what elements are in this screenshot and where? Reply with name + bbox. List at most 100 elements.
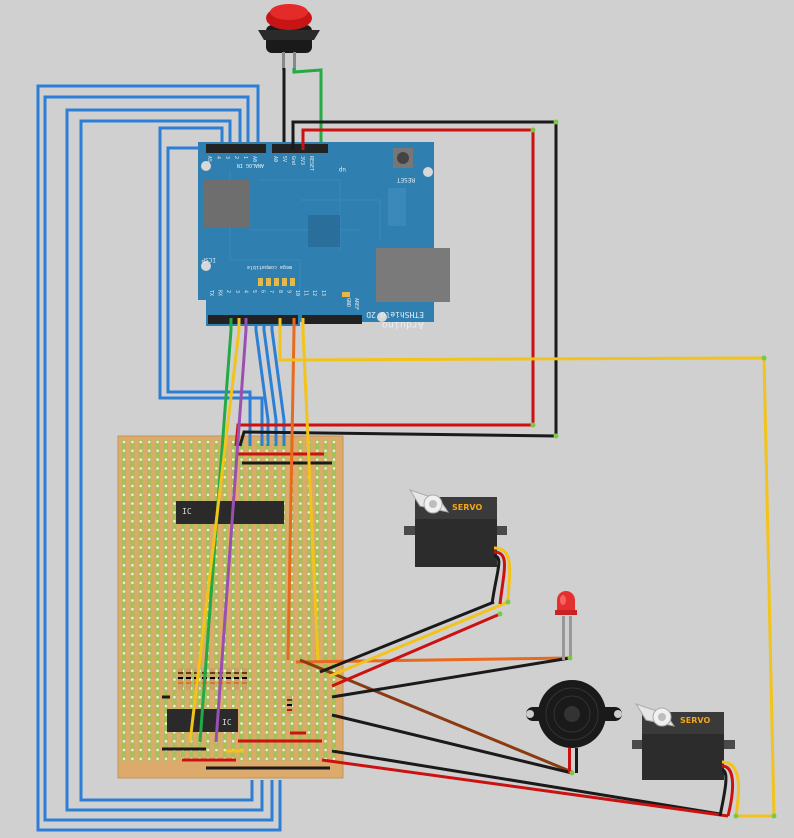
board-hole [315,440,319,444]
board-hole [248,634,252,637]
board-hole [265,563,269,567]
board-hole [164,590,168,593]
board-hole [164,599,168,602]
board-hole [173,660,176,664]
board-hole [265,467,269,470]
board-hole [248,458,252,461]
board-hole [156,599,159,602]
board-hole [315,695,319,699]
board-hole [189,695,193,699]
board-hole [307,757,311,761]
board-hole [315,475,319,479]
board-hole [181,546,185,549]
pin-label: A0 [251,156,257,162]
board-hole [324,713,327,717]
board-hole [139,581,143,585]
board-hole [299,704,302,708]
board-hole [257,704,260,708]
board-hole [139,563,143,567]
board-hole [181,739,185,743]
stripboard-holes [122,440,336,761]
board-hole [173,757,176,761]
board-hole [231,458,235,461]
board-hole [248,678,252,681]
board-hole [131,713,134,717]
board-hole [307,519,311,523]
board-hole [282,748,285,752]
board-hole [147,695,151,699]
board-hole [290,748,294,752]
board-hole [324,678,327,681]
board-hole [164,581,168,585]
board-hole [273,651,277,655]
board-hole [131,739,134,743]
pin-label: 4 [215,156,221,159]
board-hole [156,739,159,743]
board-hole [248,493,252,497]
board-hole [223,546,227,549]
board-hole [156,528,159,532]
board-hole [131,511,134,514]
board-hole [273,449,277,453]
board-hole [223,493,227,497]
board-hole [307,687,311,690]
board-hole [131,704,134,708]
board-hole [139,616,143,620]
board-hole [282,722,285,725]
board-hole [122,651,126,655]
board-hole [122,757,126,761]
board-hole [122,687,126,690]
board-hole [223,695,227,699]
board-hole [223,555,227,558]
board-hole [231,616,235,620]
board-hole [257,449,260,453]
board-hole [332,704,336,708]
board-hole [156,695,159,699]
board-hole [282,563,285,567]
board-hole [307,748,311,752]
board-hole [139,599,143,602]
board-hole [240,484,243,488]
board-hole [282,651,285,655]
board-hole [231,572,235,576]
board-hole [122,722,126,725]
analog-in-label: ANALOG IN [237,162,264,168]
board-hole [265,484,269,488]
board-hole [156,748,159,752]
board-hole [147,458,151,461]
board-hole [315,493,319,497]
board-hole [156,484,159,488]
board-hole [122,713,126,717]
board-hole [324,704,327,708]
board-hole [198,581,201,585]
pin-label: 3 [224,156,230,159]
board-hole [173,519,176,523]
up-label: up [338,166,346,173]
board-hole [265,616,269,620]
board-hole [198,440,201,444]
board-hole [139,528,143,532]
board-hole [332,519,336,523]
board-hole [265,722,269,725]
board-hole [122,748,126,752]
board-hole [131,607,134,611]
board-hole [332,731,336,734]
board-hole [282,687,285,690]
board-hole [299,590,302,593]
board-hole [198,599,201,602]
board-hole [265,687,269,690]
pin-label: 10 [294,290,300,296]
board-hole [248,555,252,558]
board-hole [257,546,260,549]
board-hole [240,458,243,461]
board-hole [156,581,159,585]
board-hole [231,563,235,567]
board-hole [147,607,151,611]
board-hole [307,651,311,655]
blue-wire-1 [36,84,282,832]
board-hole [139,687,143,690]
board-hole [307,713,311,717]
board-hole [189,467,193,470]
board-hole [315,484,319,488]
board-hole [122,695,126,699]
